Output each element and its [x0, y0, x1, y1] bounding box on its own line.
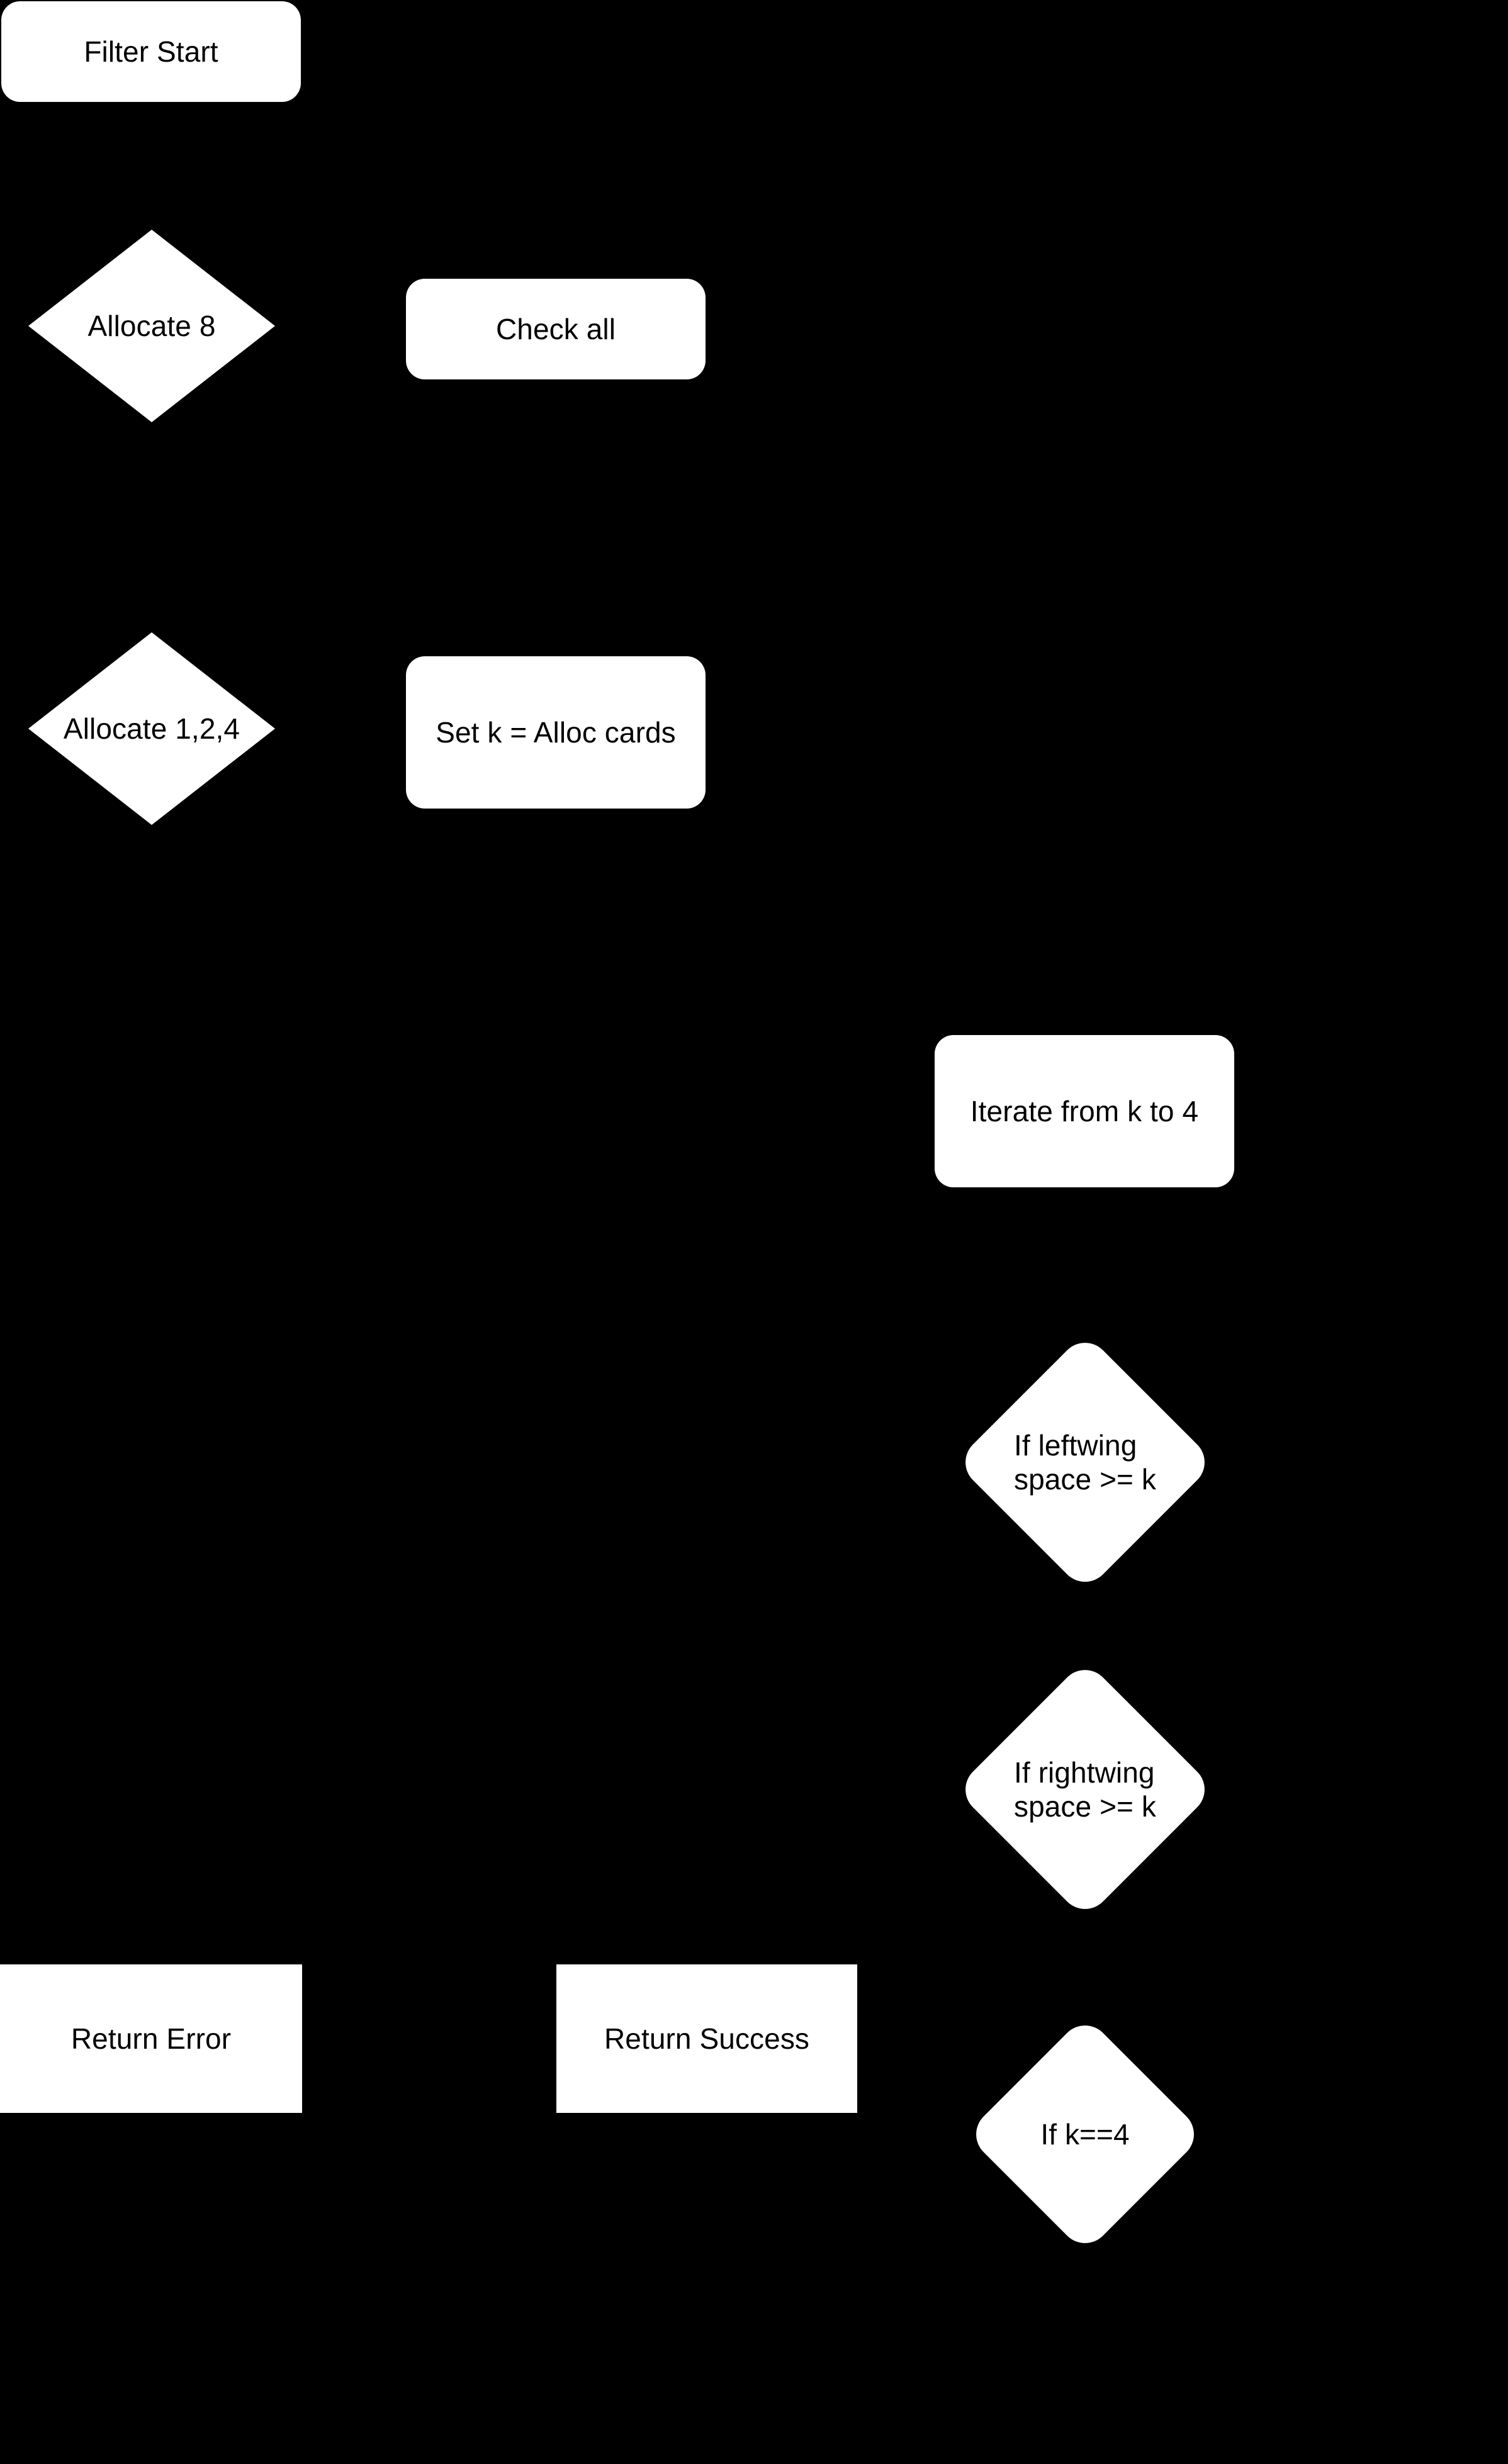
node-return-success[interactable]: Return Success	[556, 1964, 857, 2113]
node-allocate-124[interactable]	[28, 632, 275, 825]
node-iterate-k-to-4[interactable]: Iterate from k to 4	[935, 1035, 1234, 1187]
node-set-k-label: Set k = Alloc cards	[436, 715, 676, 749]
node-check-all-label: Check all	[495, 312, 616, 345]
node-if-rightwing-space[interactable]	[955, 1659, 1215, 1920]
node-iterate-k-to-4-label: Iterate from k to 4	[970, 1094, 1199, 1128]
node-if-k-equals-4[interactable]	[965, 2015, 1205, 2254]
node-filter-start[interactable]: Filter Start	[1, 1, 301, 102]
node-return-error-label: Return Error	[70, 2022, 232, 2055]
node-filter-start-label: Filter Start	[84, 35, 218, 68]
node-allocate-8[interactable]	[28, 230, 275, 422]
node-return-error[interactable]: Return Error	[0, 1964, 302, 2113]
node-if-leftwing-space[interactable]	[955, 1332, 1215, 1593]
node-check-all[interactable]: Check all	[406, 279, 706, 379]
node-return-success-label: Return Success	[604, 2022, 810, 2055]
node-set-k[interactable]: Set k = Alloc cards	[406, 656, 706, 809]
